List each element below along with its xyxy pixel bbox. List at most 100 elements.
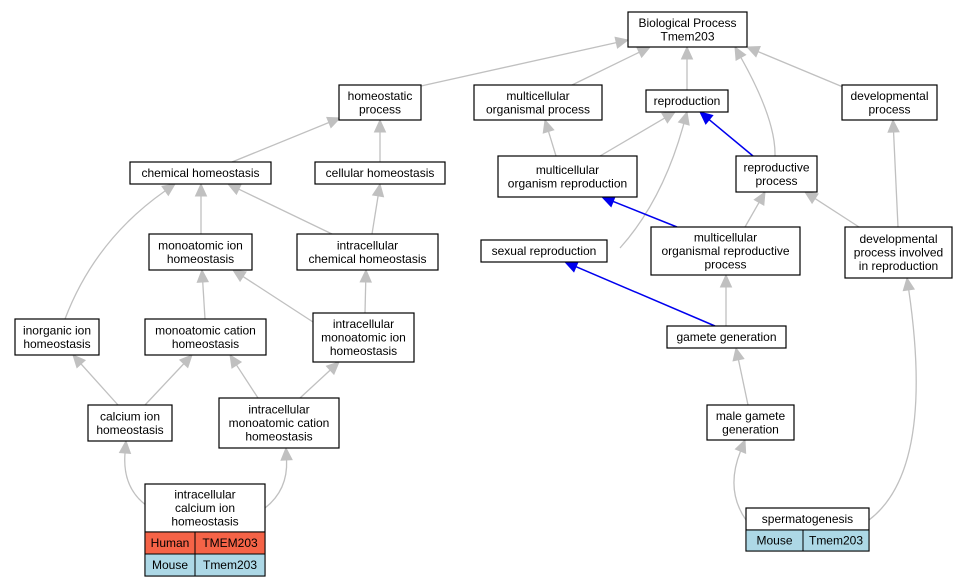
node-label: chemical homeostasis bbox=[141, 166, 259, 180]
node-box bbox=[666, 325, 787, 349]
node-label: male gamete bbox=[716, 409, 786, 423]
node-box bbox=[844, 226, 953, 279]
node-box bbox=[497, 155, 638, 198]
node-label: organism reproduction bbox=[508, 176, 627, 190]
node-label: homeostasis bbox=[96, 423, 163, 437]
edge-repro-to-bp bbox=[680, 45, 694, 90]
arrowhead bbox=[719, 273, 733, 288]
node-label: homeostasis bbox=[245, 430, 312, 444]
edge-line bbox=[733, 450, 747, 521]
node-label: multicellular bbox=[536, 163, 599, 177]
node-box bbox=[14, 318, 100, 356]
node-box bbox=[144, 318, 267, 356]
node-label: organismal reproductive bbox=[661, 244, 789, 258]
arrowhead bbox=[732, 346, 745, 362]
node-box bbox=[87, 404, 173, 442]
edge-icmonoion-to-icchem bbox=[359, 268, 372, 314]
edge-line bbox=[238, 188, 333, 235]
edge-line bbox=[231, 121, 330, 163]
edge-cell-to-homeo bbox=[373, 118, 387, 162]
node-label: process bbox=[359, 102, 401, 116]
gene-cell bbox=[194, 553, 266, 577]
edge-mor-to-repro bbox=[599, 111, 677, 157]
node-chem[interactable]: chemical homeostasis bbox=[129, 161, 272, 185]
node-label: monoatomic cation bbox=[155, 323, 256, 337]
arrowhead bbox=[280, 446, 293, 461]
edge-line bbox=[236, 364, 259, 399]
species-label: Mouse bbox=[756, 534, 792, 548]
node-box bbox=[129, 161, 272, 185]
edge-line bbox=[744, 202, 760, 228]
node-label: intracellular bbox=[333, 317, 394, 331]
node-label: in reproduction bbox=[859, 259, 938, 273]
node-box bbox=[735, 155, 818, 193]
edge-line bbox=[740, 57, 776, 157]
edge-icmonocat-to-icmonoion bbox=[299, 361, 340, 399]
node-box bbox=[312, 312, 415, 363]
arrowhead bbox=[231, 269, 247, 283]
arrowhead bbox=[803, 191, 819, 205]
arrowhead bbox=[699, 111, 714, 125]
node-label: intracellular bbox=[337, 238, 398, 252]
edge-monoion-to-chem bbox=[194, 182, 208, 234]
arrowhead bbox=[614, 36, 630, 49]
gene-cell bbox=[802, 529, 870, 552]
arrowhead bbox=[636, 46, 652, 59]
edge-devrep-to-rproc bbox=[803, 191, 860, 228]
node-label: homeostasis bbox=[167, 252, 234, 266]
arrowhead bbox=[373, 118, 387, 133]
node-label: cellular homeostasis bbox=[326, 166, 435, 180]
node-cell[interactable]: cellular homeostasis bbox=[314, 161, 446, 185]
node-repro[interactable]: reproduction bbox=[645, 89, 729, 113]
arrowhead bbox=[542, 118, 555, 134]
arrowhead bbox=[194, 182, 208, 197]
node-label: multicellular bbox=[694, 231, 757, 245]
node-label: process bbox=[868, 102, 910, 116]
edge-line bbox=[892, 131, 899, 228]
node-gamete[interactable]: gamete generation bbox=[666, 325, 787, 349]
edge-line bbox=[371, 195, 379, 235]
arrowhead bbox=[326, 116, 342, 129]
edge-line bbox=[868, 289, 917, 521]
edge-calcium-to-monocat bbox=[144, 354, 193, 406]
arrowhead bbox=[226, 183, 242, 196]
node-label: sexual reproduction bbox=[492, 244, 597, 258]
edge-line bbox=[737, 359, 749, 406]
arrowhead bbox=[229, 353, 243, 369]
node-label: intracellular bbox=[174, 488, 235, 502]
node-sexrep[interactable]: sexual reproduction bbox=[480, 239, 608, 263]
arrowhead bbox=[661, 111, 677, 124]
node-box bbox=[645, 89, 729, 113]
edge-line bbox=[612, 200, 678, 228]
edge-line bbox=[575, 266, 716, 327]
node-box bbox=[480, 239, 608, 263]
node-label: Tmem203 bbox=[660, 29, 714, 43]
node-box bbox=[218, 397, 340, 449]
node-label: monoatomic cation bbox=[229, 416, 330, 430]
edge-line bbox=[814, 197, 860, 228]
edge-icmonocat-to-monocat bbox=[229, 353, 259, 399]
arrowhead bbox=[677, 110, 690, 126]
arrowhead bbox=[753, 190, 766, 206]
edge-sexrep-to-repro bbox=[619, 110, 690, 249]
